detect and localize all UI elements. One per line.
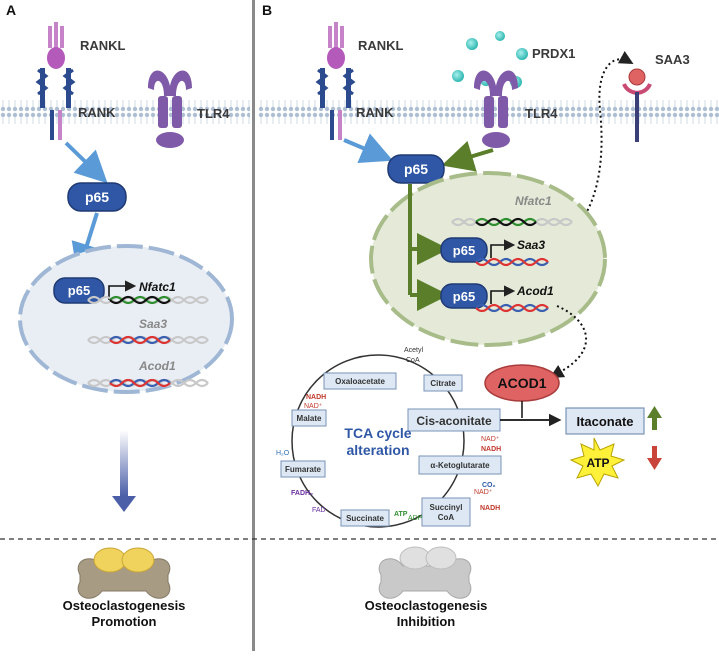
tca-cycle-ring [291,354,465,528]
rankl-rank-complex-a [35,22,76,140]
acod1-promoter-arrow-b [490,285,516,304]
nfatc1-promoter-arrow-a [108,280,137,300]
tca-nad-right: NAD⁺ [481,436,500,443]
acod1-gene-b: Acod1 [516,284,554,298]
p65-cytoplasm-a [67,182,127,212]
tca-acetyl-line2: CoA [406,357,420,364]
tca-citrate-box [423,374,463,392]
saa3-protein-label: SAA3 [655,52,690,67]
rankl-rank-complex-b [315,22,356,140]
tlr4-label-b: TLR4 [525,106,558,121]
dna-acod1-b [475,303,549,313]
nucleus-a [18,244,234,394]
tlr4-receptor-a [148,70,192,148]
nucleus-b [369,171,607,347]
tca-fumarate-box [280,460,326,478]
nfatc1-gene-a: Nfatc1 [139,280,176,294]
acod1-protein-label: ACOD1 [497,375,546,391]
tca-oxaloacetate: Oxaloacetate [335,377,385,386]
prdx1-label: PRDX1 [532,46,575,61]
saa3-receptor [622,68,652,142]
acod1-gene-a: Acod1 [138,359,176,373]
tca-cis-aconitate: Cis-aconitate [416,414,492,428]
panel-a-label: A [6,2,16,18]
outcome-a-line2: Promotion [92,614,157,629]
downstream-arrow-a [112,430,136,512]
tca-malate: Malate [297,414,322,423]
p65-saa3-b-label: p65 [453,243,475,258]
atp-burst [569,437,626,488]
rank-label-b: RANK [356,105,394,120]
tca-acetyl-line1: Acetyl [404,347,424,354]
tca-center-line2: alteration [346,442,409,458]
tca-center-line1: TCA cycle [344,425,411,441]
dna-saa3-b [475,257,549,267]
outcome-a-line1: Osteoclastogenesis [63,598,186,613]
tca-citrate: Citrate [430,379,456,388]
tca-h2o: H₂O [276,450,290,457]
tca-fadh2: FADH₂ [291,490,313,497]
outcome-b-line1: Osteoclastogenesis [365,598,488,613]
p65-saa3-b [440,237,488,263]
tca-nadh-top: NADH [306,394,326,401]
tca-akg-box [418,455,502,475]
rank-label-a: RANK [78,105,116,120]
rankl-label-a: RANKL [80,38,126,53]
p65-acod1-b [440,283,488,309]
rank-to-p65-arrow-a [64,141,108,184]
dna-saa3-a [87,335,209,345]
tca-fad: FAD [312,507,326,514]
p65-cytoplasm-a-label: p65 [85,189,109,205]
atp-down-arrow [647,446,662,470]
itaconate-up-arrow [647,406,662,430]
saa3-gene-b: Saa3 [517,238,545,252]
tca-malate-box [291,409,327,427]
tca-succinyl-line1: Succinyl [430,503,463,512]
tca-nad-bottom: NAD⁺ [474,489,493,496]
panel-b-label: B [262,2,272,18]
acod1-expression-arrow [549,305,588,378]
tca-nadh-right: NADH [481,446,501,453]
tca-co2: CO₂ [482,482,496,489]
rankl-label-b: RANKL [358,38,404,53]
p65-cytoplasm-b-label: p65 [404,161,428,177]
tca-akg: α-Ketoglutarate [430,461,490,470]
tca-succinate: Succinate [346,514,384,523]
tlr4-to-p65-arrow-b [441,140,494,172]
nfatc1-gene-b: Nfatc1 [515,194,552,208]
p65-nucleus-a-label: p65 [68,283,90,298]
tca-adp: ADP [408,515,423,522]
bone-osteoclast-b [378,546,472,599]
itaconate-label: Itaconate [576,414,633,429]
tca-atp: ATP [394,511,408,518]
atp-burst-label: ATP [586,456,609,470]
outcome-b-line2: Inhibition [397,614,456,629]
tca-nad-top: NAD⁺ [304,403,323,410]
tca-fumarate: Fumarate [285,465,322,474]
tlr4-receptor-b [474,70,518,148]
tca-oxaloacetate-box [323,372,397,390]
tlr4-label-a: TLR4 [197,106,230,121]
dna-nfatc1-b [451,217,573,227]
tca-succinate-box [340,509,390,527]
dna-acod1-a [87,378,209,388]
tca-succinyl-line2: CoA [438,513,455,522]
p65-cytoplasm-b [387,154,445,184]
saa3-gene-a: Saa3 [139,317,167,331]
panel-divider [252,0,255,651]
dna-nfatc1-a [87,295,209,305]
nuclear-translocation-arrows-b [408,184,449,311]
rank-to-p65-arrow-b [343,133,394,163]
tca-succinyl-coa-box [421,497,471,527]
itaconate-box [565,407,645,435]
bone-osteoclast-a [77,547,171,599]
saa3-promoter-arrow-b [490,239,516,258]
p65-acod1-b-label: p65 [453,289,475,304]
tca-nadh-bottom: NADH [480,505,500,512]
